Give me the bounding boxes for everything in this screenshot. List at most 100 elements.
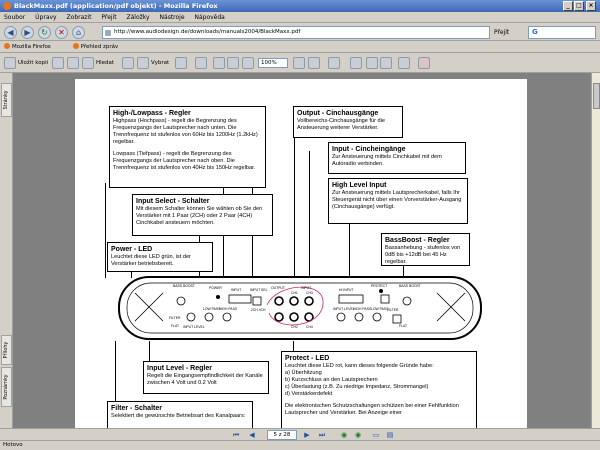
panel-label-protect: PROTECT	[371, 284, 387, 288]
forward-view-icon[interactable]: ◉	[354, 431, 362, 439]
single-page-icon[interactable]: ▭	[372, 431, 380, 439]
power-box: Power - LED Leuchtet diese LED grün, ist…	[107, 242, 213, 272]
tab-attachments[interactable]: Přílohy	[1, 335, 12, 365]
bassboost-text: Bassanhebung - stufenlos von 0dB bis +12…	[385, 245, 461, 265]
protect-item: a) Überhitzung	[285, 370, 322, 376]
undo-icon[interactable]	[366, 57, 378, 69]
save-icon[interactable]	[4, 57, 16, 69]
print-icon[interactable]	[52, 57, 64, 69]
menu-zalozky[interactable]: Záložky	[126, 14, 150, 21]
forward-icon[interactable]: ▶	[21, 26, 34, 39]
bassboost-box: BassBoost - Regler Bassanhebung - stufen…	[381, 233, 470, 266]
fit-page-icon[interactable]	[293, 57, 305, 69]
scrollbar-thumb[interactable]	[593, 83, 600, 109]
connector-line	[349, 201, 350, 278]
close-window-button[interactable]: ×	[586, 1, 596, 11]
continuous-page-icon[interactable]: ▤	[386, 431, 394, 439]
search-input[interactable]: G	[528, 26, 596, 39]
zoom-select[interactable]: 100%	[258, 58, 288, 68]
highlevel-box: High Level Input Zur Ansteuerung mittels…	[328, 178, 468, 224]
tools-icon[interactable]	[398, 57, 410, 69]
menu-prejit[interactable]: Přejít	[101, 14, 117, 21]
panel-label-flat-right: FLAT	[399, 324, 407, 328]
filter-switch-right-2	[392, 314, 402, 324]
inputselect-title: Input Select - Schalter	[136, 198, 210, 205]
menu-soubor[interactable]: Soubor	[4, 14, 26, 21]
pink-annotation-stroke	[266, 286, 324, 326]
yahoo-icon[interactable]	[418, 57, 430, 69]
rca-output-2	[274, 312, 284, 322]
bookmark-firefox[interactable]: Mozilla Firefox	[4, 43, 61, 50]
vertical-scrollbar[interactable]	[591, 73, 600, 428]
hand-tool-icon[interactable]	[122, 57, 134, 69]
panel-outline	[118, 276, 482, 340]
highlow-title: High-/Lowpass - Regler	[113, 110, 191, 117]
go-button[interactable]: Přejít	[494, 29, 510, 36]
panel-label-bass-boost-left: BASS BOOST	[173, 284, 195, 288]
back-view-icon[interactable]: ◉	[340, 431, 348, 439]
bookmarks-toolbar: Mozilla Firefox Přehled zpráv	[0, 41, 600, 53]
output-box: Output - Cinchausgänge Vollbereichs-Cinc…	[293, 106, 403, 138]
find-icon[interactable]	[82, 57, 94, 69]
panel-label-2ch-4ch: 2CH 4CH	[251, 308, 266, 312]
connector-line	[293, 341, 294, 351]
protect-box: Protect - LED Leuchtet diese LED rot, ka…	[281, 351, 477, 428]
rca-ch2	[289, 312, 299, 322]
highlow-text-2: Lowpass (Tiefpass) - regelt die Begrenzu…	[113, 151, 256, 171]
protect-item: b) Kurzschluss an den Lautsprechern	[285, 377, 378, 383]
email-icon[interactable]	[67, 57, 79, 69]
last-page-icon[interactable]: ⏭	[318, 431, 326, 439]
menu-nastroje[interactable]: Nástroje	[159, 14, 185, 21]
protect-title: Protect - LED	[285, 355, 330, 362]
minimize-button[interactable]: _	[563, 1, 573, 11]
zoom-minus-icon[interactable]	[227, 57, 239, 69]
reload-icon[interactable]: ↻	[38, 26, 51, 39]
power-text: Leuchtet diese LED grün, ist der Verstär…	[111, 254, 191, 267]
pdf-side-panel: Stránky Přílohy Poznámky	[0, 73, 13, 428]
firefox-icon	[4, 43, 10, 49]
panel-label-filter-right: FILTER	[387, 308, 399, 312]
menu-upravy[interactable]: Úpravy	[35, 14, 57, 21]
tab-pages[interactable]: Stránky	[1, 83, 12, 117]
filter-box: Filter - Schalter Selektiert die gewünsc…	[107, 401, 253, 428]
panel-label-input-level-right: INPUT LEVEL	[333, 307, 355, 311]
first-page-icon[interactable]: ⏮	[232, 431, 240, 439]
home-icon[interactable]: ⌂	[72, 26, 85, 39]
hi-input-connector	[338, 294, 364, 304]
panel-label-ch4: CH4	[306, 325, 313, 329]
rotate-icon[interactable]	[350, 57, 362, 69]
camera-icon[interactable]	[175, 57, 187, 69]
menu-napoveda[interactable]: Nápověda	[194, 14, 225, 21]
save-copy-button[interactable]: Uložit kopii	[18, 60, 49, 66]
back-icon[interactable]: ◀	[4, 26, 17, 39]
redo-icon[interactable]	[380, 57, 392, 69]
select-button[interactable]: Vybrat	[151, 60, 170, 66]
highlow-box: High-/Lowpass - Regler Highpass (Hochpas…	[109, 106, 266, 188]
select-tool-icon[interactable]	[137, 57, 149, 69]
document-viewport[interactable]: High-/Lowpass - Regler Highpass (Hochpas…	[13, 73, 591, 428]
address-bar[interactable]: http://www.audiodesign.de/downloads/manu…	[102, 26, 490, 39]
zoom-out-icon[interactable]	[213, 57, 225, 69]
page-number-field[interactable]: 5 z 28	[267, 430, 297, 440]
zoom-plus-icon[interactable]	[242, 57, 254, 69]
connector-line	[309, 151, 310, 278]
fit-width-icon[interactable]	[308, 57, 320, 69]
tab-comments[interactable]: Poznámky	[1, 367, 12, 407]
previous-page-icon[interactable]: ◀	[249, 431, 255, 439]
protect-outro: Die elektronischen Schutzschaltungen sch…	[285, 403, 459, 416]
zoom-in-icon[interactable]	[195, 57, 207, 69]
highlevel-title: High Level Input	[332, 182, 387, 189]
stop-icon[interactable]: ✕	[55, 26, 68, 39]
input-level-knob-right	[336, 312, 346, 322]
bookmark-news[interactable]: Přehled zpráv	[72, 43, 129, 50]
next-page-icon[interactable]: ▶	[304, 431, 310, 439]
panel-label-low-pass-left: LOW PASS	[203, 307, 221, 311]
connector-line	[115, 341, 116, 401]
pdf-toolbar: Uložit kopii Hledat Vybrat 100%	[0, 53, 600, 73]
maximize-button[interactable]: □	[574, 1, 584, 11]
panel-label-ch2: CH2	[291, 325, 298, 329]
find-button[interactable]: Hledat	[96, 60, 115, 66]
page-layout-icon[interactable]	[328, 57, 340, 69]
menu-zobrazit[interactable]: Zobrazit	[66, 14, 92, 21]
connector-line	[294, 107, 295, 278]
